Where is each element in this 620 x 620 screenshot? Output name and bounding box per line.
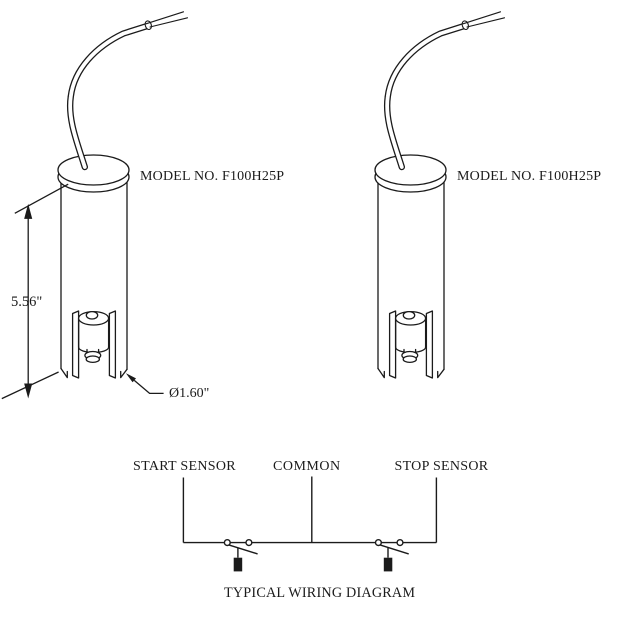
arrow-up-icon (24, 203, 33, 219)
common-label: COMMON (273, 458, 341, 474)
reed-switch-stop (374, 538, 409, 572)
height-dimension-label: 5.56" (11, 294, 43, 310)
switch-blade (379, 544, 409, 555)
stop-sensor-label: STOP SENSOR (394, 459, 489, 474)
arrow-down-icon (24, 383, 33, 399)
height-dimension-lines (1, 183, 69, 400)
switch-blade (228, 544, 258, 555)
wiring-diagram-lines (182, 476, 438, 572)
start-sensor-label: START SENSOR (133, 459, 236, 474)
wiring-diagram-caption: TYPICAL WIRING DIAGRAM (224, 585, 416, 601)
model-label-left: MODEL NO. F100H25P (140, 169, 285, 184)
magnet-icon (383, 557, 393, 572)
sensor-drawing-right (375, 12, 505, 378)
reed-switch-start (223, 538, 258, 572)
sensor-drawing-left (58, 12, 188, 378)
arrow-leader-icon (125, 373, 136, 383)
diameter-leader-lines (125, 373, 164, 395)
model-label-right: MODEL NO. F100H25P (457, 169, 602, 184)
magnet-icon (233, 557, 243, 572)
diameter-dimension-label: Ø1.60" (169, 386, 210, 401)
